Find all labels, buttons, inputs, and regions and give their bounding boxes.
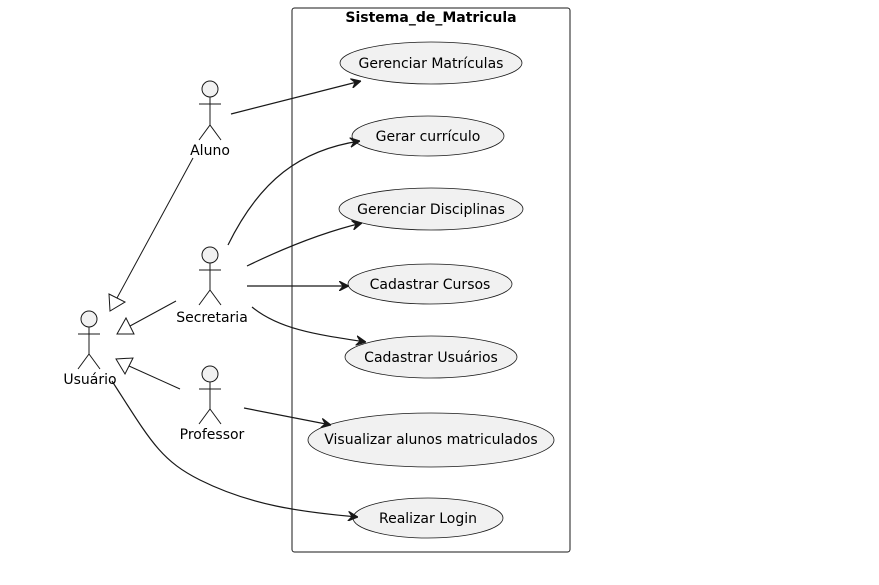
generalization-line bbox=[116, 157, 194, 299]
use-case-label: Cadastrar Usuários bbox=[364, 350, 498, 366]
generalization-aluno-usuario bbox=[108, 157, 194, 312]
generalization-secretaria-usuario bbox=[116, 300, 177, 335]
stick-figure-icon bbox=[198, 80, 222, 141]
use-case-cadastrar-usuarios[interactable]: Cadastrar Usuários bbox=[344, 335, 518, 379]
actor-aluno[interactable]: Aluno bbox=[190, 80, 230, 159]
association-secretaria-gerenciar-disciplinas bbox=[246, 223, 362, 267]
use-case-gerenciar-matriculas[interactable]: Gerenciar Matrículas bbox=[339, 41, 523, 85]
association-aluno-gerenciar-matriculas bbox=[230, 81, 361, 115]
association-usuario-realizar-login bbox=[111, 380, 358, 517]
use-case-ellipse bbox=[344, 335, 518, 379]
stick-figure-icon bbox=[198, 246, 222, 306]
use-case-label: Gerenciar Disciplinas bbox=[357, 202, 505, 218]
use-case-visualizar-alunos[interactable]: Visualizar alunos matriculados bbox=[307, 412, 555, 468]
generalization-arrowhead bbox=[115, 357, 134, 376]
actor-label: Professor bbox=[180, 427, 245, 443]
use-case-label: Realizar Login bbox=[379, 511, 477, 527]
use-case-cadastrar-cursos[interactable]: Cadastrar Cursos bbox=[347, 263, 513, 305]
generalization-professor-usuario bbox=[115, 357, 181, 390]
use-case-gerar-curriculo[interactable]: Gerar currículo bbox=[351, 115, 505, 157]
generalization-arrowhead bbox=[116, 316, 135, 335]
use-case-ellipse bbox=[339, 41, 523, 85]
system-title: Sistema_de_Matricula bbox=[345, 10, 516, 26]
actor-professor[interactable]: Professor bbox=[180, 365, 245, 443]
actor-label: Aluno bbox=[190, 143, 230, 159]
association-professor-visualizar-alunos bbox=[243, 407, 331, 425]
use-case-ellipse bbox=[338, 187, 524, 231]
use-case-ellipse bbox=[351, 115, 505, 157]
actor-secretaria[interactable]: Secretaria bbox=[176, 246, 248, 326]
generalization-arrowhead bbox=[108, 293, 127, 312]
association-secretaria-gerar-curriculo bbox=[227, 141, 360, 246]
actor-usuario[interactable]: Usuário bbox=[63, 310, 117, 388]
use-case-realizar-login[interactable]: Realizar Login bbox=[352, 497, 504, 539]
generalization-line bbox=[128, 365, 181, 390]
use-case-label: Visualizar alunos matriculados bbox=[324, 432, 537, 448]
use-case-label: Gerar currículo bbox=[376, 129, 481, 145]
use-case-label: Cadastrar Cursos bbox=[370, 277, 491, 293]
use-case-label: Gerenciar Matrículas bbox=[359, 56, 504, 72]
stick-figure-icon bbox=[77, 310, 101, 370]
use-case-ellipse bbox=[307, 412, 555, 468]
use-case-gerenciar-disciplinas[interactable]: Gerenciar Disciplinas bbox=[338, 187, 524, 231]
stick-figure-icon bbox=[198, 365, 222, 425]
association-secretaria-cadastrar-usuarios bbox=[251, 306, 366, 342]
generalization-line bbox=[129, 300, 177, 327]
actor-label: Secretaria bbox=[176, 310, 248, 326]
actor-label: Usuário bbox=[63, 372, 116, 388]
